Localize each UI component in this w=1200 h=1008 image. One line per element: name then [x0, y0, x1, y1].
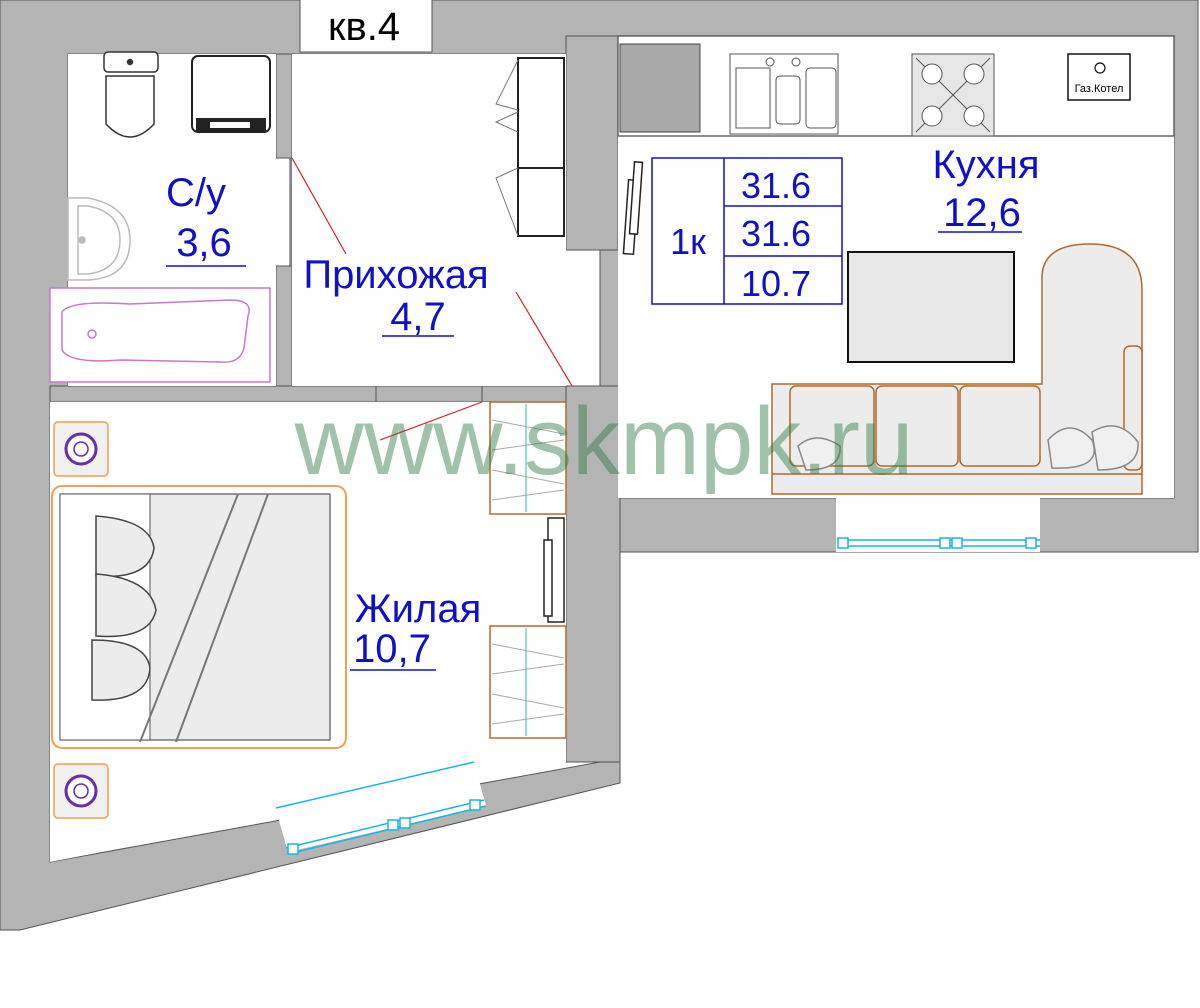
fridge-icon	[619, 43, 701, 133]
hallway-area: 4,7	[390, 295, 446, 339]
bed-icon	[51, 485, 347, 749]
boiler-label: Газ.Котел	[1075, 83, 1124, 95]
walls	[0, 0, 1199, 931]
hallway-name: Прихожая	[303, 253, 488, 297]
bathroom-fixtures	[49, 51, 271, 383]
wardrobe-top-icon	[489, 401, 567, 515]
apartment-title: кв.4	[328, 5, 400, 49]
dining-table-icon	[847, 251, 1015, 363]
partition-hall-bath	[275, 53, 293, 159]
partition-hall-kitchen	[565, 35, 619, 251]
bathtub-icon	[49, 287, 271, 383]
kitchen-name: Кухня	[932, 143, 1039, 187]
living-area-value: 10.7	[741, 263, 811, 304]
kitchen-sink-icon	[729, 53, 839, 135]
rooms-count: 1к	[670, 221, 706, 262]
wardrobe-bottom-icon	[489, 625, 567, 739]
partition-living-kitchen	[565, 385, 621, 763]
bathroom-name: С/у	[166, 171, 226, 215]
living-door-icon	[543, 517, 565, 623]
corner-sofa-icon	[771, 243, 1143, 495]
kitchen-door-icon	[622, 161, 644, 256]
living-name: Жилая	[355, 587, 482, 631]
partition-hall-bath-lower	[275, 265, 293, 387]
hallway-fixtures	[494, 57, 644, 256]
room-labels: С/у 3,6 Прихожая 4,7 Кухня 12,6 Жилая 10…	[166, 143, 1040, 671]
kitchen-fixtures: Газ.Котел	[617, 35, 1175, 495]
nightstand-bottom-icon	[53, 763, 109, 819]
total-area: 31.6	[741, 165, 811, 206]
sink-icon	[67, 197, 131, 281]
wardrobe-icon	[494, 57, 565, 237]
washing-machine-icon	[191, 55, 271, 133]
bathroom-area: 3,6	[176, 221, 232, 265]
living-fixtures	[51, 401, 567, 819]
nightstand-top-icon	[53, 421, 109, 477]
useful-area: 31.6	[741, 213, 811, 254]
door-leader-lines	[291, 157, 573, 441]
kitchen-window	[836, 498, 1040, 552]
area-summary-table: 1к 31.6 31.6 10.7	[651, 157, 843, 305]
living-area: 10,7	[353, 627, 431, 671]
stove-icon	[911, 53, 995, 137]
gas-boiler-icon: Газ.Котел	[1067, 53, 1131, 101]
watermark: www.skmpk.ru	[294, 388, 914, 495]
kitchen-area: 12,6	[943, 191, 1021, 235]
living-window	[275, 761, 487, 855]
windows	[275, 498, 1040, 855]
toilet-icon	[103, 51, 159, 138]
